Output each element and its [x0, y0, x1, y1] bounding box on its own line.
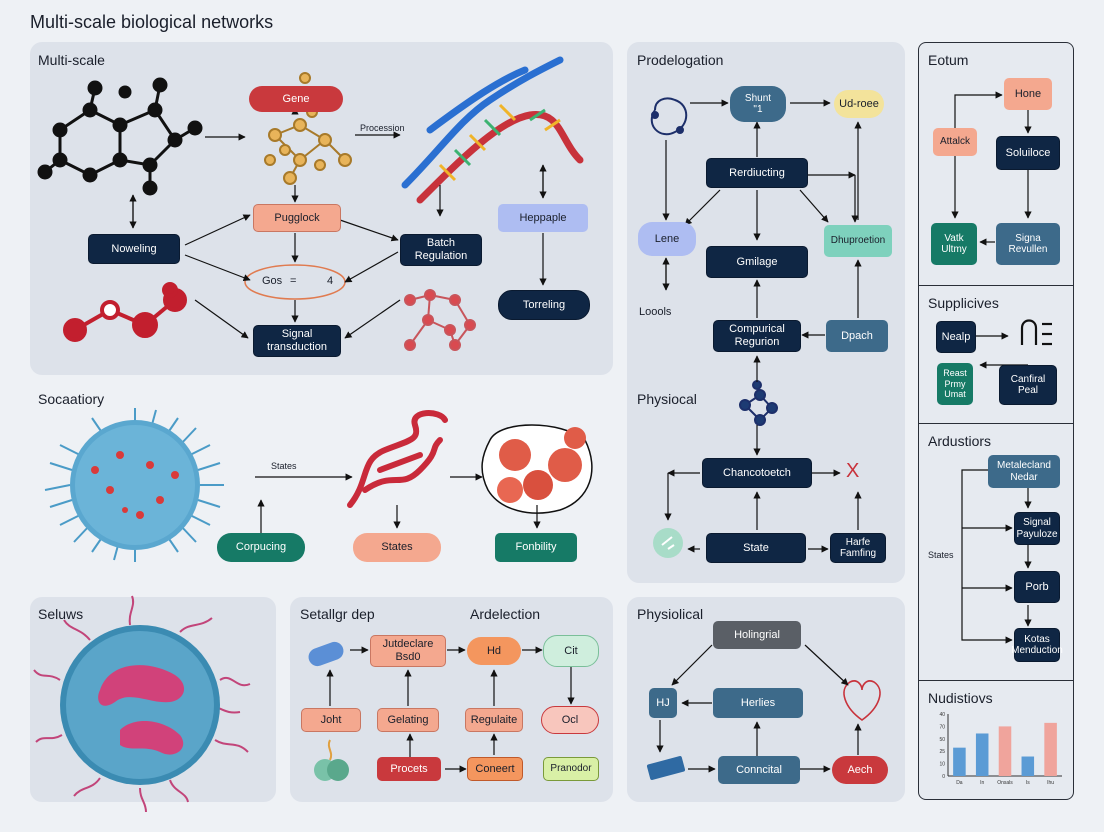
node-jutdeclare[interactable]: Jutdeclare Bsd0	[370, 635, 446, 667]
node-dpach[interactable]: Dpach	[826, 320, 888, 352]
node-signa[interactable]: Signa Revullen	[996, 223, 1060, 265]
node-hone[interactable]: Hone	[1004, 78, 1052, 110]
label-loools: Loools	[639, 306, 672, 318]
label-states-arrow: States	[271, 461, 297, 471]
node-aech[interactable]: Aech	[832, 756, 888, 784]
node-holingrial[interactable]: Holingrial	[713, 621, 801, 649]
panel-ardustiors-title: Ardustiors	[928, 433, 992, 449]
label-four: 4	[327, 275, 334, 287]
node-soluiloce[interactable]: Soluiloce	[996, 136, 1060, 170]
node-torreling[interactable]: Torreling	[498, 290, 590, 320]
node-rerdiucting[interactable]: Rerdiucting	[706, 158, 808, 188]
node-joht[interactable]: Joht	[301, 708, 361, 732]
node-canfiral[interactable]: Canfiral Peal	[999, 365, 1057, 405]
node-state[interactable]: State	[706, 533, 806, 563]
node-kotas[interactable]: Kotas Menduction	[1011, 628, 1063, 662]
node-gene[interactable]: Gene	[249, 86, 343, 112]
protein-ribbon-icon	[347, 410, 448, 508]
node-lene[interactable]: Lene	[638, 222, 696, 256]
node-procets[interactable]: Procets	[377, 757, 441, 781]
node-coneert[interactable]: Coneert	[467, 757, 523, 781]
section-socatiory-title: Socaatiory	[38, 391, 105, 407]
socatiory-arrows	[255, 473, 541, 533]
node-signal-transduction[interactable]: Signal transduction	[253, 325, 341, 357]
node-cit[interactable]: Cit	[543, 635, 599, 667]
virus-cell-icon	[44, 408, 224, 562]
node-compurical[interactable]: Compurical Regurion	[713, 320, 801, 352]
panel-supplicives-title: Supplicives	[928, 295, 999, 311]
divider-3	[919, 680, 1073, 681]
node-states[interactable]: States	[353, 533, 441, 562]
node-dhuproetion[interactable]: Dhuproetion	[824, 225, 892, 257]
node-reast[interactable]: Reast Prmy Umat	[937, 363, 973, 405]
panel-nudistiovs-title: Nudistiovs	[928, 690, 993, 706]
panel-prodelogation-title: Prodelogation	[637, 52, 724, 68]
node-attalck[interactable]: Attalck	[933, 128, 977, 156]
node-herlies[interactable]: Herlies	[713, 688, 803, 718]
node-pranodor[interactable]: Pranodor	[543, 757, 599, 781]
node-udrose[interactable]: Ud-roee	[834, 90, 884, 118]
label-ardustiors-states: States	[928, 550, 954, 560]
node-harfamping[interactable]: Harfe Famfing	[830, 533, 886, 563]
node-metalecland[interactable]: Metalecland Nedar	[988, 455, 1060, 488]
node-ocl[interactable]: Ocl	[541, 706, 599, 734]
node-batch-regulation[interactable]: Batch Regulation	[400, 234, 482, 266]
node-fonbility[interactable]: Fonbility	[495, 533, 577, 562]
node-gelating[interactable]: Gelating	[377, 708, 439, 732]
panel-physiocal-title: Physiocal	[637, 391, 697, 407]
node-porb[interactable]: Porb	[1014, 571, 1060, 603]
page-title: Multi-scale biological networks	[30, 12, 274, 32]
panel-multiscale-title: Multi-scale	[38, 52, 105, 68]
x-mark-icon: X	[846, 460, 860, 482]
node-hd[interactable]: Hd	[467, 637, 521, 665]
node-heppaple[interactable]: Heppaple	[498, 204, 588, 232]
panel-seluws	[30, 597, 276, 802]
node-corpucing[interactable]: Corpucing	[217, 533, 305, 562]
label-equals: =	[290, 275, 297, 287]
node-shunt[interactable]: Shunt "1	[730, 86, 786, 122]
node-signal-payuloze[interactable]: Signal Payuloze	[1014, 512, 1060, 545]
panel-physiolical-title: Physiolical	[637, 606, 704, 622]
panel-eotum-title: Eotum	[928, 52, 969, 68]
panel-setallgr-title: Setallgr dep	[300, 606, 375, 622]
node-gmilage[interactable]: Gmilage	[706, 246, 808, 278]
node-conncital[interactable]: Conncital	[718, 756, 800, 784]
node-chancotoetch[interactable]: Chancotoetch	[702, 458, 812, 488]
label-procession: Procession	[360, 123, 405, 133]
node-regulaite[interactable]: Regulaite	[465, 708, 523, 732]
divider-1	[919, 285, 1073, 286]
node-vatk[interactable]: Vatk Ultmy	[931, 223, 977, 265]
node-hj[interactable]: HJ	[649, 688, 677, 718]
label-gos: Gos	[262, 275, 283, 287]
node-pugglock[interactable]: Pugglock	[253, 204, 341, 232]
node-nealp[interactable]: Nealp	[936, 321, 976, 353]
panel-ardelection-title: Ardelection	[470, 606, 541, 622]
divider-2	[919, 423, 1073, 424]
cell-cluster-icon	[481, 424, 593, 514]
node-noweling[interactable]: Noweling	[88, 234, 180, 264]
panel-seluws-title: Seluws	[38, 606, 84, 622]
